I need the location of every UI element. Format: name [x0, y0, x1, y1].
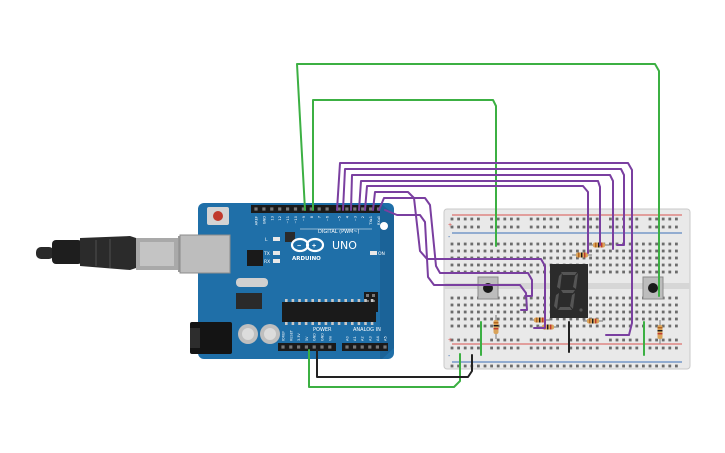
analog-pin-label: A0 — [346, 336, 350, 341]
led-label-l: L — [265, 237, 268, 243]
rail-sign-top-minus: - — [448, 234, 451, 241]
power-pin-label: Vin — [328, 336, 332, 341]
digital-pin-label: 2 — [361, 216, 365, 218]
analog-pin-label: A3 — [368, 336, 372, 341]
digital-pin-label: AREF — [255, 216, 259, 225]
analog-header[interactable] — [342, 343, 388, 351]
atmega-chip — [282, 302, 376, 322]
wire-purple-1[interactable] — [336, 162, 633, 336]
led-on — [370, 251, 377, 255]
analog-pin-label: A4 — [376, 336, 380, 341]
power-label: POWER — [313, 327, 332, 333]
seven-segment-display[interactable] — [550, 264, 588, 318]
usb-chip — [247, 250, 263, 266]
on-label: ON — [378, 251, 385, 257]
led-label-rx: RX — [264, 259, 270, 265]
analog-pin-label: A2 — [361, 336, 365, 341]
wire-purple-3[interactable] — [350, 174, 614, 250]
led-rx — [273, 259, 280, 263]
push-button-left[interactable] — [477, 276, 499, 300]
analog-pin-label: A5 — [384, 336, 388, 341]
led-l — [273, 237, 280, 241]
crystal — [236, 278, 268, 287]
digital-pin-label: ~9 — [302, 215, 306, 221]
wire-purple-6[interactable] — [372, 191, 546, 329]
segment-digit — [554, 272, 583, 312]
resistor[interactable] — [657, 325, 663, 339]
digital-pin-label: 7 — [318, 216, 322, 218]
wire-purple-8[interactable] — [384, 209, 528, 311]
rail-sign-bottom-minus: - — [448, 353, 451, 360]
power-pin-label: 3.3V — [297, 333, 301, 341]
analog-label: ANALOG IN — [353, 327, 381, 333]
analog-pin-label: A1 — [353, 336, 357, 341]
digital-pin-label: ~3 — [353, 216, 357, 221]
wire-green-pin8-top[interactable] — [312, 99, 497, 247]
arduino-logo-icon: − + — [290, 237, 325, 253]
digital-pin-label: 12 — [278, 216, 282, 221]
board-name: UNO — [332, 239, 357, 252]
power-pin-label: GND — [313, 333, 317, 341]
wire-black-gnd[interactable] — [316, 349, 473, 378]
wire-green-5v-gnd[interactable] — [308, 349, 461, 388]
power-pin-label: GND — [321, 333, 325, 341]
power-jack — [190, 322, 232, 354]
usb-jack — [179, 234, 231, 274]
wire-purple-4[interactable] — [358, 180, 601, 246]
digital-pin-holes — [254, 207, 381, 211]
digital-label: DIGITAL (PWM~) — [318, 229, 360, 235]
analog-pin-holes — [345, 345, 387, 349]
wire-purple-7[interactable] — [378, 197, 533, 297]
mounting-hole — [380, 222, 388, 230]
wire-purple-5[interactable] — [364, 185, 589, 254]
digital-pin-label: TX▸1 — [369, 216, 373, 226]
digital-pin-label: ~10 — [294, 215, 298, 223]
rail-sign-top-plus: + — [448, 222, 452, 229]
led-tx — [273, 251, 280, 255]
led-label-tx: TX — [263, 251, 270, 257]
digital-pin-label: GND — [262, 216, 266, 224]
power-pin-label: 5V — [305, 336, 309, 341]
power-pin-holes — [281, 345, 332, 349]
digital-pin-label: ~11 — [286, 216, 290, 224]
digital-pin-label: 8 — [310, 215, 314, 218]
digital-pin-label: 4 — [345, 215, 349, 218]
wire-purple-2[interactable] — [342, 168, 625, 246]
power-pin-label: RESET — [289, 329, 293, 341]
board-brand: ARDUINO — [292, 256, 321, 262]
digital-pin-label: 13 — [270, 216, 274, 221]
digital-header[interactable] — [251, 205, 380, 213]
voltage-regulator — [236, 293, 262, 309]
resistor[interactable] — [493, 320, 499, 334]
digital-pin-label: ~6 — [326, 215, 330, 221]
digital-pin-label: ~5 — [338, 216, 342, 221]
reset-button-cap[interactable] — [213, 211, 223, 221]
power-pin-label: IOREF — [282, 331, 286, 341]
digital-pin-label: RX◂0 — [377, 215, 381, 225]
wire-green-pin9-top[interactable] — [296, 63, 660, 297]
rail-sign-bottom-plus: + — [448, 337, 452, 344]
svg-text:+: + — [312, 243, 316, 250]
svg-text:−: − — [297, 243, 301, 250]
